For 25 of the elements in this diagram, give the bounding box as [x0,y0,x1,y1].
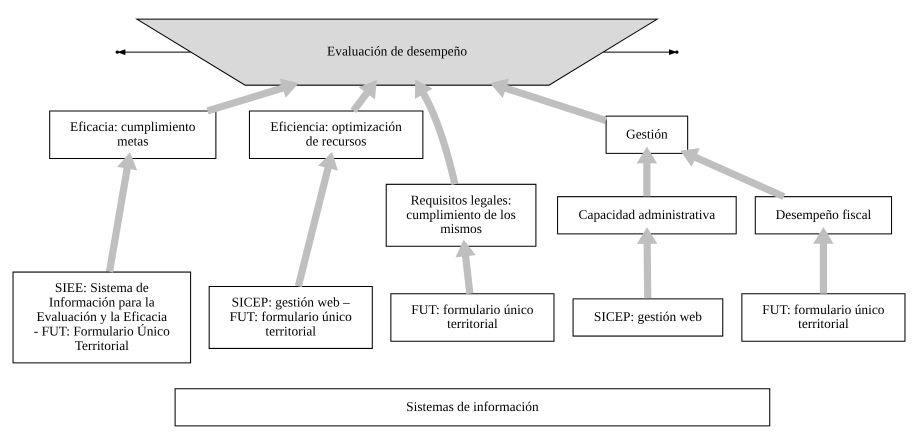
arrow [106,152,138,272]
arrow [414,79,458,185]
arrow [294,152,338,288]
arrow [117,49,191,56]
arrow [636,146,658,196]
node-box: Eficiencia: optimización de recursos [248,110,424,159]
arrow [636,227,658,299]
node-box: SICEP: gestión web [572,298,724,337]
arrow [813,227,834,294]
node-box: Sistemas de información [174,388,770,426]
node-box: Requisitos legales: cumplimiento de los mismos [386,184,536,247]
arrow [206,78,299,114]
node-box: SIEE: Sistema de Información para la Evaluación y la Eficacia - FUT: Formulario Único Territorial [12,272,192,364]
arrow [680,148,786,200]
node-box: Eficacia: cumplimiento metas [49,110,216,159]
arrow [603,49,678,56]
node-box: FUT: formulario único territorial [390,293,554,342]
node-box: SICEP: gestión web – FUT: formulario único territorial [208,286,373,349]
node-box: FUT: formulario único territorial [741,293,906,342]
node-box: Gestión [606,116,688,154]
node-box: Desempeño fiscal [754,196,892,234]
arrow [350,80,377,114]
arrow [490,78,608,124]
node-box: Capacidad administrativa [557,196,737,234]
arrow [455,240,476,294]
